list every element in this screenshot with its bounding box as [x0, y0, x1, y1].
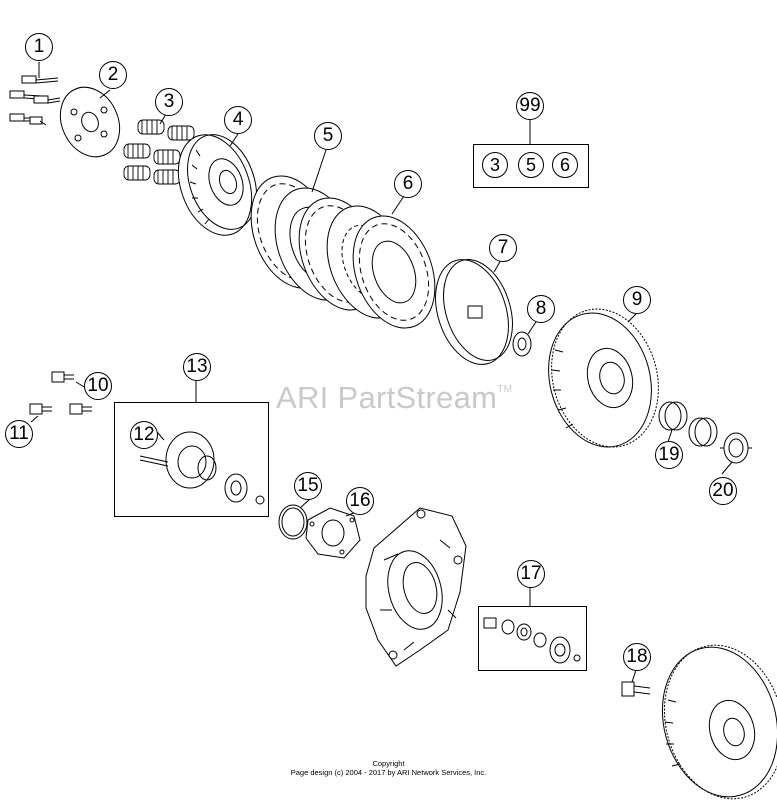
callout-2[interactable]: 2 — [99, 61, 127, 89]
callout-6[interactable]: 6 — [394, 170, 422, 198]
steel-discs-part-6 — [326, 205, 436, 329]
washer-part-8 — [512, 331, 532, 357]
watermark: ARI PartStreamTM — [276, 380, 512, 416]
group-17-box — [478, 606, 587, 671]
callout-16[interactable]: 16 — [346, 487, 374, 515]
seal-kit-part-17 — [483, 617, 581, 664]
copyright-line-2: Page design (c) 2004 - 2017 by ARI Netwo… — [290, 768, 487, 777]
slave-cylinder-part-12 — [139, 431, 265, 505]
watermark-trademark: TM — [497, 384, 513, 395]
callout-19[interactable]: 19 — [655, 441, 683, 469]
clutch-hub-part-4 — [177, 134, 257, 236]
pressure-plate-part-2 — [59, 86, 121, 158]
callout-1[interactable]: 1 — [25, 33, 53, 61]
bolt-part-18 — [621, 681, 651, 697]
copyright-line-1: Copyright — [372, 759, 405, 768]
thrust-plate-part-7 — [435, 259, 513, 365]
watermark-brand: ARI PartStream — [276, 380, 498, 415]
callout-20[interactable]: 20 — [709, 477, 737, 505]
callout-10[interactable]: 10 — [84, 372, 112, 400]
callout-8[interactable]: 8 — [527, 295, 555, 323]
callout-7[interactable]: 7 — [489, 234, 517, 262]
screws-part-10-11 — [29, 371, 92, 415]
bolts-part-1 — [9, 75, 61, 126]
callout-5[interactable]: 5 — [314, 122, 342, 150]
clutch-basket-lower — [661, 644, 777, 800]
callout-11[interactable]: 11 — [5, 420, 33, 448]
kit-99-box — [473, 144, 589, 188]
bushing-part-20 — [720, 432, 752, 464]
callout-3[interactable]: 3 — [155, 88, 183, 116]
callout-17[interactable]: 17 — [517, 560, 545, 588]
callout-18[interactable]: 18 — [623, 643, 651, 671]
callout-13[interactable]: 13 — [183, 353, 211, 381]
callout-99[interactable]: 99 — [516, 92, 544, 120]
callout-4[interactable]: 4 — [224, 106, 252, 134]
clutch-cover — [365, 507, 467, 667]
kit-99-item-6[interactable]: 6 — [552, 152, 578, 178]
callout-9[interactable]: 9 — [623, 286, 651, 314]
bearing-part-19 — [658, 401, 718, 447]
gasket-part-16 — [305, 507, 361, 559]
kit-99-item-3[interactable]: 3 — [482, 152, 508, 178]
callout-15[interactable]: 15 — [294, 472, 322, 500]
kit-99-item-5[interactable]: 5 — [518, 152, 544, 178]
callout-12[interactable]: 12 — [130, 421, 158, 449]
leader-lines — [30, 62, 733, 683]
o-ring-part-15 — [278, 504, 308, 540]
primary-gear-part-9 — [548, 308, 659, 448]
group-13-box — [114, 402, 269, 517]
